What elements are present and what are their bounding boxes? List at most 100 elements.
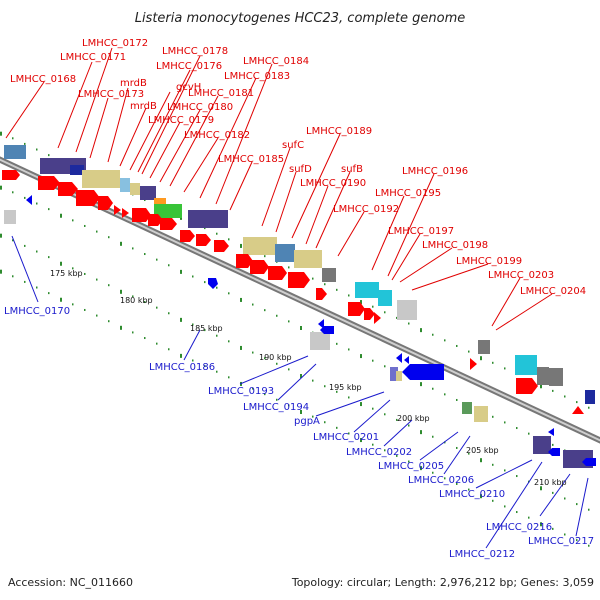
tick-label: 190 kbp (259, 353, 292, 362)
gene-label: LMHCC_0197 (388, 226, 454, 237)
track-dot (576, 401, 578, 404)
track-dot (384, 311, 386, 314)
track-dot (408, 460, 410, 463)
track-dot (108, 236, 110, 239)
track-dot (24, 244, 26, 247)
track-dot (96, 314, 98, 317)
track-dot (312, 379, 314, 382)
track-dot (564, 395, 566, 398)
reverse-gene-labels: LMHCC_0170 LMHCC_0186 LMHCC_0193 LMHCC_0… (4, 306, 594, 560)
track-dot (456, 446, 458, 449)
track-dot (480, 494, 482, 499)
feature-blocks (4, 145, 595, 468)
track-dot (48, 154, 50, 157)
track-dot (516, 511, 518, 514)
track-dot (192, 275, 194, 278)
gene-label: gcvH (176, 82, 201, 93)
track-dot (432, 471, 434, 474)
gene-label: LMHCC_0179 (148, 115, 214, 126)
gene-label: LMHCC_0210 (439, 489, 505, 500)
track-dot (444, 477, 446, 480)
track-dot (468, 488, 470, 491)
track-dot (552, 443, 554, 446)
track-dot (384, 413, 386, 416)
track-dot (0, 269, 2, 274)
track-dot (348, 396, 350, 399)
gene-label: LMHCC_0199 (456, 256, 522, 267)
gene-label: sufB (341, 164, 363, 175)
topology-text: Topology: circular; Length: 2,976,212 bp… (291, 576, 594, 589)
track-dot (384, 449, 386, 452)
gene-label: LMHCC_0190 (300, 178, 366, 189)
track-dot (528, 516, 530, 519)
track-dot (168, 312, 170, 315)
track-dot (396, 316, 398, 319)
gene-label: LMHCC_0176 (156, 61, 222, 72)
gene-label: LMHCC_0203 (488, 270, 554, 281)
track-dot (492, 361, 494, 364)
track-dot (156, 342, 158, 345)
track-dot (492, 415, 494, 418)
gene-label: LMHCC_0193 (208, 386, 274, 397)
tick-label: 195 kbp (329, 383, 362, 392)
track-dot (96, 230, 98, 233)
track-dot (84, 308, 86, 311)
track-dot (48, 292, 50, 295)
track-dot (72, 267, 74, 270)
gene-label: LMHCC_0180 (167, 102, 233, 113)
gene-label: LMHCC_0206 (408, 475, 474, 486)
track-dot (480, 356, 482, 361)
track-dot (12, 239, 14, 242)
track-dot (36, 286, 38, 289)
track-dot (192, 359, 194, 362)
track-dot (432, 387, 434, 390)
track-dot (0, 233, 2, 238)
track-dot (360, 438, 362, 443)
track-dot (564, 533, 566, 536)
track-dot (120, 289, 122, 294)
track-dot (468, 350, 470, 353)
track-dot (552, 389, 554, 392)
track-dot (48, 208, 50, 211)
gene-label: LMHCC_0168 (10, 74, 76, 85)
track-dot (276, 398, 278, 401)
track-dot (312, 415, 314, 418)
track-dot (456, 482, 458, 485)
track-dot (540, 384, 542, 389)
track-dot (264, 255, 266, 258)
track-dot (540, 522, 542, 527)
track-dot (108, 320, 110, 323)
gene-label: mrdB (120, 78, 147, 89)
track-dot (276, 314, 278, 317)
track-dot (144, 337, 146, 340)
forward-gene-labels: LMHCC_0168 LMHCC_0171 LMHCC_0172 LMHCC_0… (10, 38, 586, 297)
track-dot (468, 452, 470, 455)
gene-label: sufD (289, 164, 312, 175)
track-dot (36, 202, 38, 205)
track-dot (132, 247, 134, 250)
track-dot (420, 466, 422, 471)
track-dot (432, 333, 434, 336)
track-dot (228, 376, 230, 379)
track-dot (324, 283, 326, 286)
track-dot (180, 353, 182, 358)
track-dot (492, 463, 494, 466)
gene-label: LMHCC_0198 (422, 240, 488, 251)
track-dot (60, 213, 62, 218)
reverse-arrows (26, 195, 596, 466)
track-dot (24, 142, 26, 145)
gene-label: LMHCC_0183 (224, 71, 290, 82)
tick-label: 175 kbp (50, 269, 83, 278)
position-ticks: 175 kbp 180 kbp 185 kbp 190 kbp 195 kbp … (50, 269, 567, 487)
track-dot (240, 345, 242, 350)
track-dot (216, 334, 218, 337)
gene-label: LMHCC_0185 (218, 154, 284, 165)
track-dot (396, 418, 398, 421)
track-dot (264, 393, 266, 396)
track-dot (252, 351, 254, 354)
track-dot (516, 475, 518, 478)
track-dot (336, 426, 338, 429)
track-dot (588, 406, 590, 409)
track-dot (36, 148, 38, 151)
track-dot (264, 309, 266, 312)
